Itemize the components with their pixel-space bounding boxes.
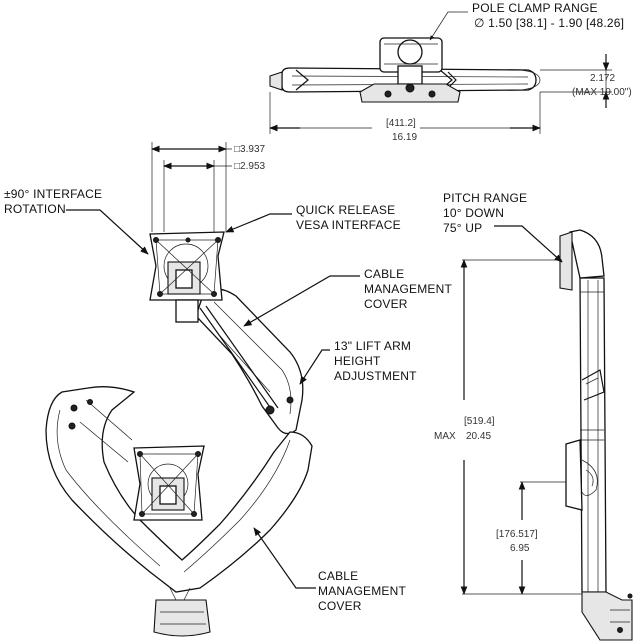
side-column — [579, 277, 607, 593]
vesa-outer-dim: □3.937 — [234, 144, 266, 155]
cable-cover-bottom-line2: MANAGEMENT — [318, 584, 406, 598]
upper-lift-arm — [195, 288, 304, 435]
pitch-range-line2: 10° DOWN — [443, 206, 504, 220]
max-height-mm: [519.4] — [464, 416, 495, 427]
side-top-head — [569, 229, 605, 279]
top-dimensions — [269, 11, 612, 134]
top-width-mm: [411.2] — [386, 118, 416, 129]
side-lower-head — [565, 439, 583, 511]
top-width-in: 16.19 — [392, 132, 417, 143]
cable-cover-bottom-line3: COVER — [318, 599, 362, 613]
interface-rotation-line1: ±90° INTERFACE — [4, 187, 102, 201]
text-labels: POLE CLAMP RANGE ∅ 1.50 [38.1] - 1.90 [4… — [4, 1, 632, 613]
leader-lines — [66, 209, 360, 589]
top-view — [269, 37, 541, 103]
cable-cover-top-line2: MANAGEMENT — [364, 282, 452, 296]
quick-release-line1: QUICK RELEASE — [296, 203, 395, 217]
lift-arm-line3: ADJUSTMENT — [334, 369, 417, 383]
min-height-mm: [176.517] — [496, 529, 538, 540]
bottom-pole-clamp — [153, 599, 211, 637]
cable-cover-top-line3: COVER — [364, 297, 408, 311]
top-height-max: (MAX 19.00") — [572, 87, 632, 98]
pole-clamp-label-line1: POLE CLAMP RANGE — [472, 1, 598, 15]
quick-release-line2: VESA INTERFACE — [296, 218, 401, 232]
max-height-prefix: MAX — [434, 431, 456, 442]
side-foot — [581, 591, 633, 641]
max-height-in: 20.45 — [466, 431, 491, 442]
interface-rotation-line2: ROTATION — [4, 202, 66, 216]
vesa-inner-dim: □2.953 — [234, 161, 266, 172]
cable-cover-top-line1: CABLE — [364, 267, 404, 281]
side-dimensions — [460, 225, 582, 595]
pole-clamp-label-line2: ∅ 1.50 [38.1] - 1.90 [48.26] — [474, 16, 624, 30]
upper-vesa-interface — [149, 231, 225, 323]
lift-arm-line1: 13" LIFT ARM — [334, 339, 411, 353]
pitch-range-line3: 75° UP — [443, 221, 482, 235]
top-height-value: 2.172 — [590, 73, 615, 84]
min-height-in: 6.95 — [510, 543, 530, 554]
clamp-base — [359, 83, 461, 103]
pitch-range-line1: PITCH RANGE — [443, 191, 527, 205]
main-arm-view — [45, 142, 313, 637]
lower-arm-body — [45, 386, 313, 593]
side-view — [559, 229, 633, 641]
lift-arm-line2: HEIGHT — [334, 354, 381, 368]
cable-cover-bottom-line1: CABLE — [318, 569, 358, 583]
lower-vesa-interface — [133, 445, 205, 521]
